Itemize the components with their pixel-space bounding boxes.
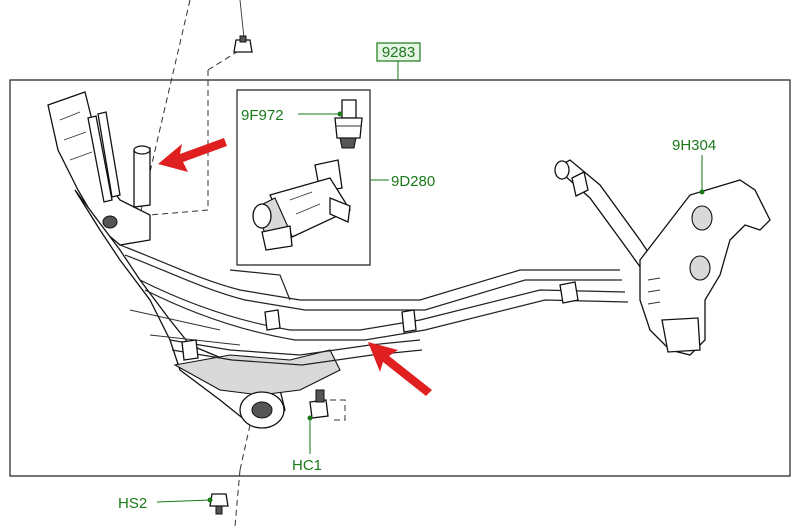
main-part-label-text: 9283 xyxy=(382,44,415,61)
callout-9H304-text: 9H304 xyxy=(672,137,716,154)
callout-9H304[interactable]: 9H304 xyxy=(672,137,716,195)
left-vertical-tubes xyxy=(87,111,151,208)
fuel-valve-body-part[interactable] xyxy=(252,159,351,251)
callout-9D280-text: 9D280 xyxy=(391,173,435,190)
callout-HS2[interactable]: HS2 xyxy=(118,495,213,512)
callout-HS2-text: HS2 xyxy=(118,495,147,512)
top-clip-guide xyxy=(139,0,253,216)
hose-clip-part[interactable] xyxy=(309,389,346,421)
callout-9F972-text: 9F972 xyxy=(241,107,284,124)
callout-HC1[interactable]: HC1 xyxy=(292,415,322,475)
bottom-clip-icon xyxy=(209,493,229,515)
pressure-sensor-part[interactable] xyxy=(334,99,363,149)
bottom-clip-guide xyxy=(209,424,251,526)
right-mount-bracket[interactable] xyxy=(639,179,771,356)
callout-9D280[interactable]: 9D280 xyxy=(370,173,435,190)
assembly-frame xyxy=(9,79,791,477)
callout-9F972[interactable]: 9F972 xyxy=(241,107,343,124)
callout-HC1-text: HC1 xyxy=(292,457,322,474)
top-clip-icon xyxy=(233,35,253,53)
left-mount-bracket[interactable] xyxy=(47,91,151,246)
red-arrow-upper xyxy=(158,138,227,172)
red-arrow-lower xyxy=(368,342,432,396)
valve-subassembly-box xyxy=(236,89,371,266)
filler-neck-tube xyxy=(554,159,661,279)
lower-tank-bracket[interactable] xyxy=(74,189,341,429)
main-part-label[interactable]: 9283 xyxy=(376,42,421,80)
